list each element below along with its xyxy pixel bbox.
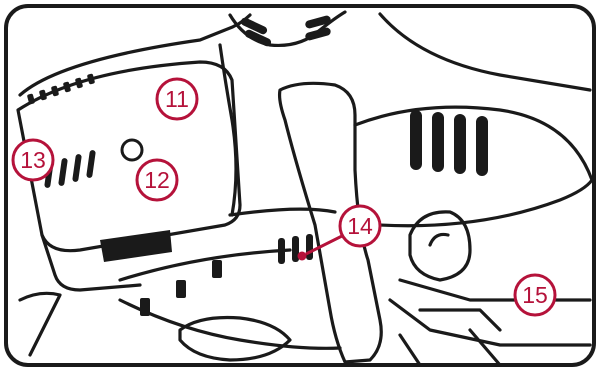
callout-15: 15 (515, 275, 555, 315)
callout-11: 11 (157, 79, 197, 119)
callout-13-label: 13 (20, 147, 46, 173)
callout-12: 12 (137, 160, 177, 200)
callout-11-label: 11 (165, 86, 189, 112)
power-button (122, 140, 142, 160)
callout-14-label: 14 (347, 213, 373, 239)
callout-13: 13 (13, 140, 53, 180)
callout-15-label: 15 (522, 282, 548, 308)
connector-slots (278, 234, 313, 264)
callout-12-label: 12 (144, 167, 170, 193)
